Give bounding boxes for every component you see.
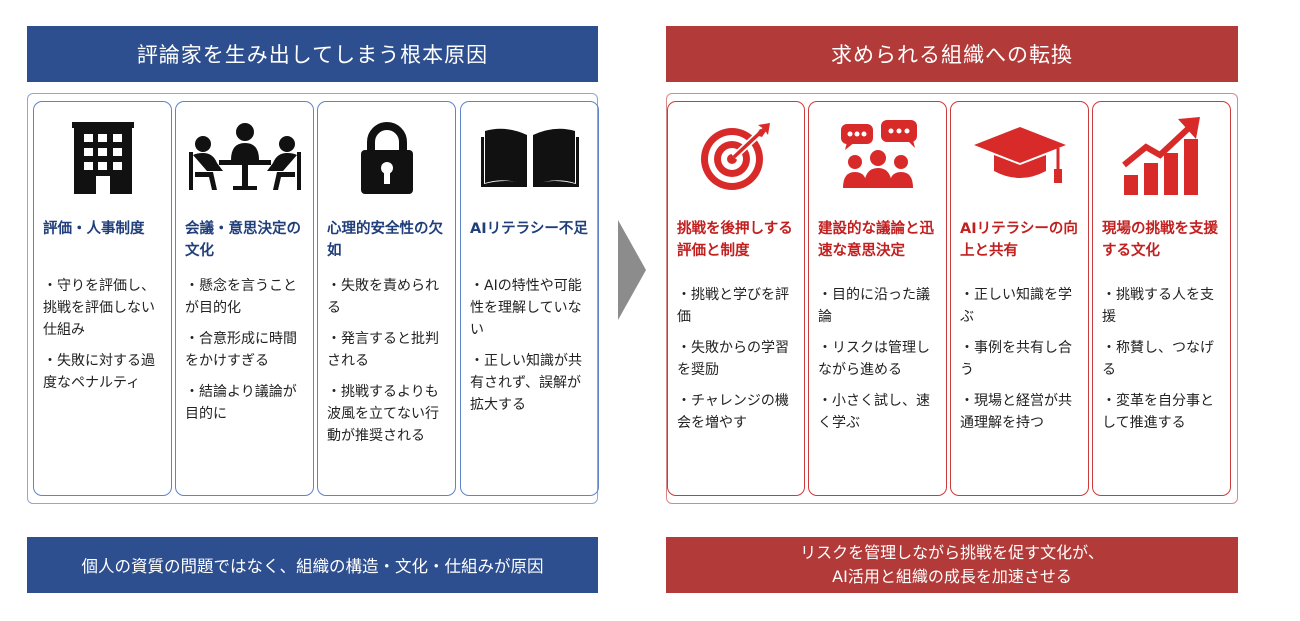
right-panel xyxy=(666,93,1238,504)
bullet-item: ・変革を自分事として推進する xyxy=(1102,393,1214,431)
graduation-cap-icon xyxy=(951,118,1088,196)
building-icon xyxy=(34,118,171,196)
bullet-item: ・称賛し、つなげる xyxy=(1102,340,1214,378)
bullet-item: ・挑戦と学びを評価 xyxy=(677,287,789,325)
bullet-item: ・守りを評価し、挑戦を評価しない仕組み xyxy=(43,278,155,338)
bullet-item: ・失敗からの学習を奨励 xyxy=(677,340,789,378)
bullet-item: ・結論より議論が目的に xyxy=(185,384,297,422)
solution-card-evaluation: 挑戦を後押しする評価と制度 ・挑戦と学びを評価 ・失敗からの学習を奨励 ・チャレ… xyxy=(667,101,805,496)
padlock-icon xyxy=(318,118,455,196)
cause-card-psychological-safety: 心理的安全性の欠如 ・失敗を責められる ・発言すると批判される ・挑戦するよりも… xyxy=(317,101,456,496)
bullet-list: ・失敗を責められる ・発言すると批判される ・挑戦するよりも波風を立てない行動が… xyxy=(327,275,449,456)
bullet-list: ・AIの特性や可能性を理解していない ・正しい知識が共有されず、誤解が拡大する xyxy=(470,275,592,425)
bullet-item: ・小さく試し、速く学ぶ xyxy=(818,393,930,431)
bullet-list: ・懸念を言うことが目的化 ・合意形成に時間をかけすぎる ・結論より議論が目的に xyxy=(185,275,307,434)
bullet-item: ・失敗を責められる xyxy=(327,278,439,316)
bullet-list: ・目的に沿った議論 ・リスクは管理しながら進める ・小さく試し、速く学ぶ xyxy=(818,284,940,443)
card-title: 心理的安全性の欠如 xyxy=(327,221,443,259)
bullet-item: ・現場と経営が共通理解を持つ xyxy=(960,393,1072,431)
bullet-item: ・合意形成に時間をかけすぎる xyxy=(185,331,297,369)
bullet-item: ・挑戦する人を支援 xyxy=(1102,287,1214,325)
bullet-list: ・挑戦と学びを評価 ・失敗からの学習を奨励 ・チャレンジの機会を増やす xyxy=(677,284,798,443)
card-title: 挑戦を後押しする評価と制度 xyxy=(677,221,793,259)
right-footer-line-2: AI活用と組織の成長を加速させる xyxy=(832,567,1072,586)
growth-chart-icon xyxy=(1093,117,1230,196)
bullet-item: ・発言すると批判される xyxy=(327,331,439,369)
bullet-item: ・AIの特性や可能性を理解していない xyxy=(470,278,582,338)
bullet-list: ・守りを評価し、挑戦を評価しない仕組み ・失敗に対する過度なペナルティ xyxy=(43,275,165,403)
card-title: 建設的な議論と迅速な意思決定 xyxy=(818,221,934,259)
card-title: 評価・人事制度 xyxy=(43,221,145,237)
cause-card-meeting-culture: 会議・意思決定の文化 ・懸念を言うことが目的化 ・合意形成に時間をかけすぎる ・… xyxy=(175,101,314,496)
right-footer-line-1: リスクを管理しながら挑戦を促す文化が、 xyxy=(800,543,1104,562)
open-book-icon xyxy=(461,118,598,196)
bullet-item: ・正しい知識を学ぶ xyxy=(960,287,1072,325)
right-footer: リスクを管理しながら挑戦を促す文化が、 AI活用と組織の成長を加速させる xyxy=(666,537,1238,593)
solution-card-culture: 現場の挑戦を支援する文化 ・挑戦する人を支援 ・称賛し、つなげる ・変革を自分事… xyxy=(1092,101,1231,496)
bullet-item: ・目的に沿った議論 xyxy=(818,287,930,325)
solution-card-ai-literacy: AIリテラシーの向上と共有 ・正しい知識を学ぶ ・事例を共有し合う ・現場と経営… xyxy=(950,101,1089,496)
meeting-icon xyxy=(176,118,313,196)
bullet-item: ・正しい知識が共有されず、誤解が拡大する xyxy=(470,353,582,413)
bullet-list: ・正しい知識を学ぶ ・事例を共有し合う ・現場と経営が共通理解を持つ xyxy=(960,284,1082,443)
card-title: AIリテラシーの向上と共有 xyxy=(960,221,1078,259)
transition-arrow-icon xyxy=(618,220,646,320)
discussion-group-icon xyxy=(809,118,946,196)
bullet-item: ・事例を共有し合う xyxy=(960,340,1072,378)
bullet-item: ・チャレンジの機会を増やす xyxy=(677,393,789,431)
solution-card-discussion: 建設的な議論と迅速な意思決定 ・目的に沿った議論 ・リスクは管理しながら進める … xyxy=(808,101,947,496)
bullet-item: ・リスクは管理しながら進める xyxy=(818,340,930,378)
target-icon xyxy=(668,118,804,196)
card-title: AIリテラシー不足 xyxy=(470,221,588,237)
bullet-list: ・挑戦する人を支援 ・称賛し、つなげる ・変革を自分事として推進する xyxy=(1102,284,1224,443)
cause-card-evaluation: 評価・人事制度 ・守りを評価し、挑戦を評価しない仕組み ・失敗に対する過度なペナ… xyxy=(33,101,172,496)
bullet-item: ・懸念を言うことが目的化 xyxy=(185,278,297,316)
left-footer: 個人の資質の問題ではなく、組織の構造・文化・仕組みが原因 xyxy=(27,537,598,593)
bullet-item: ・挑戦するよりも波風を立てない行動が推奨される xyxy=(327,384,439,444)
card-title: 会議・意思決定の文化 xyxy=(185,221,301,259)
card-title: 現場の挑戦を支援する文化 xyxy=(1102,221,1218,259)
bullet-item: ・失敗に対する過度なペナルティ xyxy=(43,353,155,391)
cause-card-ai-literacy: AIリテラシー不足 ・AIの特性や可能性を理解していない ・正しい知識が共有され… xyxy=(460,101,599,496)
left-header: 評論家を生み出してしまう根本原因 xyxy=(27,26,598,82)
left-panel xyxy=(27,93,598,504)
right-header: 求められる組織への転換 xyxy=(666,26,1238,82)
